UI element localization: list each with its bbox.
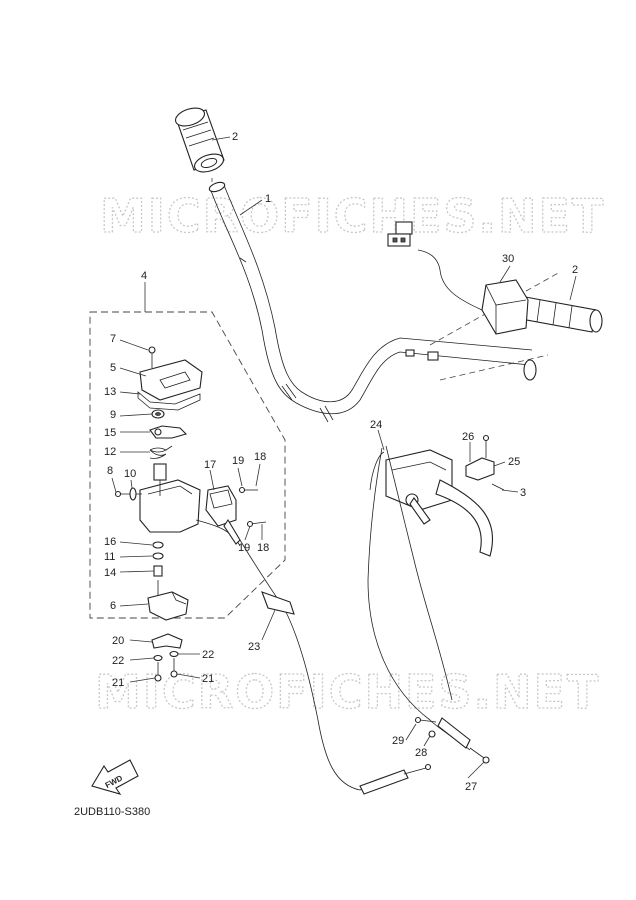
callout-22-right: 22 xyxy=(202,649,214,661)
handlebar xyxy=(208,181,537,423)
callout-18-lower: 18 xyxy=(257,542,269,554)
switch-body xyxy=(114,463,241,547)
callout-19-lower: 19 xyxy=(238,542,250,554)
switch-assembly-box xyxy=(89,311,286,619)
callout-30: 30 xyxy=(502,253,514,265)
callout-2-right-grip: 2 xyxy=(572,264,578,276)
throttle-housing xyxy=(387,221,529,335)
callout-25: 25 xyxy=(508,456,520,468)
leader-lines xyxy=(111,136,577,779)
callout-23: 23 xyxy=(248,641,260,653)
lever-part-15 xyxy=(149,425,188,439)
callout-19-upper: 19 xyxy=(232,455,244,467)
nut-part-9 xyxy=(151,409,165,419)
callout-18-upper: 18 xyxy=(254,451,266,463)
callout-7: 7 xyxy=(110,333,116,345)
choke-lever xyxy=(147,580,189,621)
callout-20: 20 xyxy=(112,635,124,647)
callout-22-left: 22 xyxy=(112,655,124,667)
left-grip xyxy=(174,107,225,173)
callout-29: 29 xyxy=(392,735,404,747)
spring-part-12 xyxy=(149,445,173,459)
fwd-arrow-icon: FWD xyxy=(91,759,139,795)
switch-part-17 xyxy=(205,485,267,545)
switch-cover xyxy=(137,346,203,411)
callout-1-handlebar: 1 xyxy=(265,193,271,205)
callout-24: 24 xyxy=(370,419,382,431)
callout-8: 8 xyxy=(107,465,113,477)
callout-14: 14 xyxy=(104,567,116,579)
callout-6: 6 xyxy=(110,600,116,612)
callout-26: 26 xyxy=(462,431,474,443)
choke-cable xyxy=(239,539,432,795)
callout-3: 3 xyxy=(520,487,526,499)
callout-28: 28 xyxy=(415,747,427,759)
grip-dashed-guide-2 xyxy=(439,354,549,381)
callout-9: 9 xyxy=(110,409,116,421)
callout-21-left: 21 xyxy=(112,677,124,689)
watermark-top: MICROFICHES.NET xyxy=(100,189,605,243)
callout-2-left-grip: 2 xyxy=(232,131,238,143)
callout-13: 13 xyxy=(104,386,116,398)
clamp xyxy=(151,633,183,682)
right-grip xyxy=(515,295,603,333)
callout-17: 17 xyxy=(204,459,216,471)
callout-15: 15 xyxy=(104,427,116,439)
callout-27: 27 xyxy=(465,781,477,793)
callout-5: 5 xyxy=(110,362,116,374)
callouts: 2 1 4 7 5 13 9 15 12 8 10 16 11 14 6 17 … xyxy=(104,131,578,793)
washers-stack xyxy=(152,541,164,577)
callout-16: 16 xyxy=(104,536,116,548)
callout-11: 11 xyxy=(104,551,115,563)
brake-master-cylinder xyxy=(369,449,494,557)
watermark-bottom: MICROFICHES.NET xyxy=(95,665,600,719)
callout-4-switch-assembly: 4 xyxy=(141,270,147,282)
callout-12: 12 xyxy=(104,446,116,458)
throttle-cable xyxy=(367,445,490,764)
brake-switch-25 xyxy=(465,434,505,491)
diagram-code: 2UDB110-S380 xyxy=(74,806,150,818)
callout-10: 10 xyxy=(124,468,136,480)
callout-21-right: 21 xyxy=(202,673,214,685)
